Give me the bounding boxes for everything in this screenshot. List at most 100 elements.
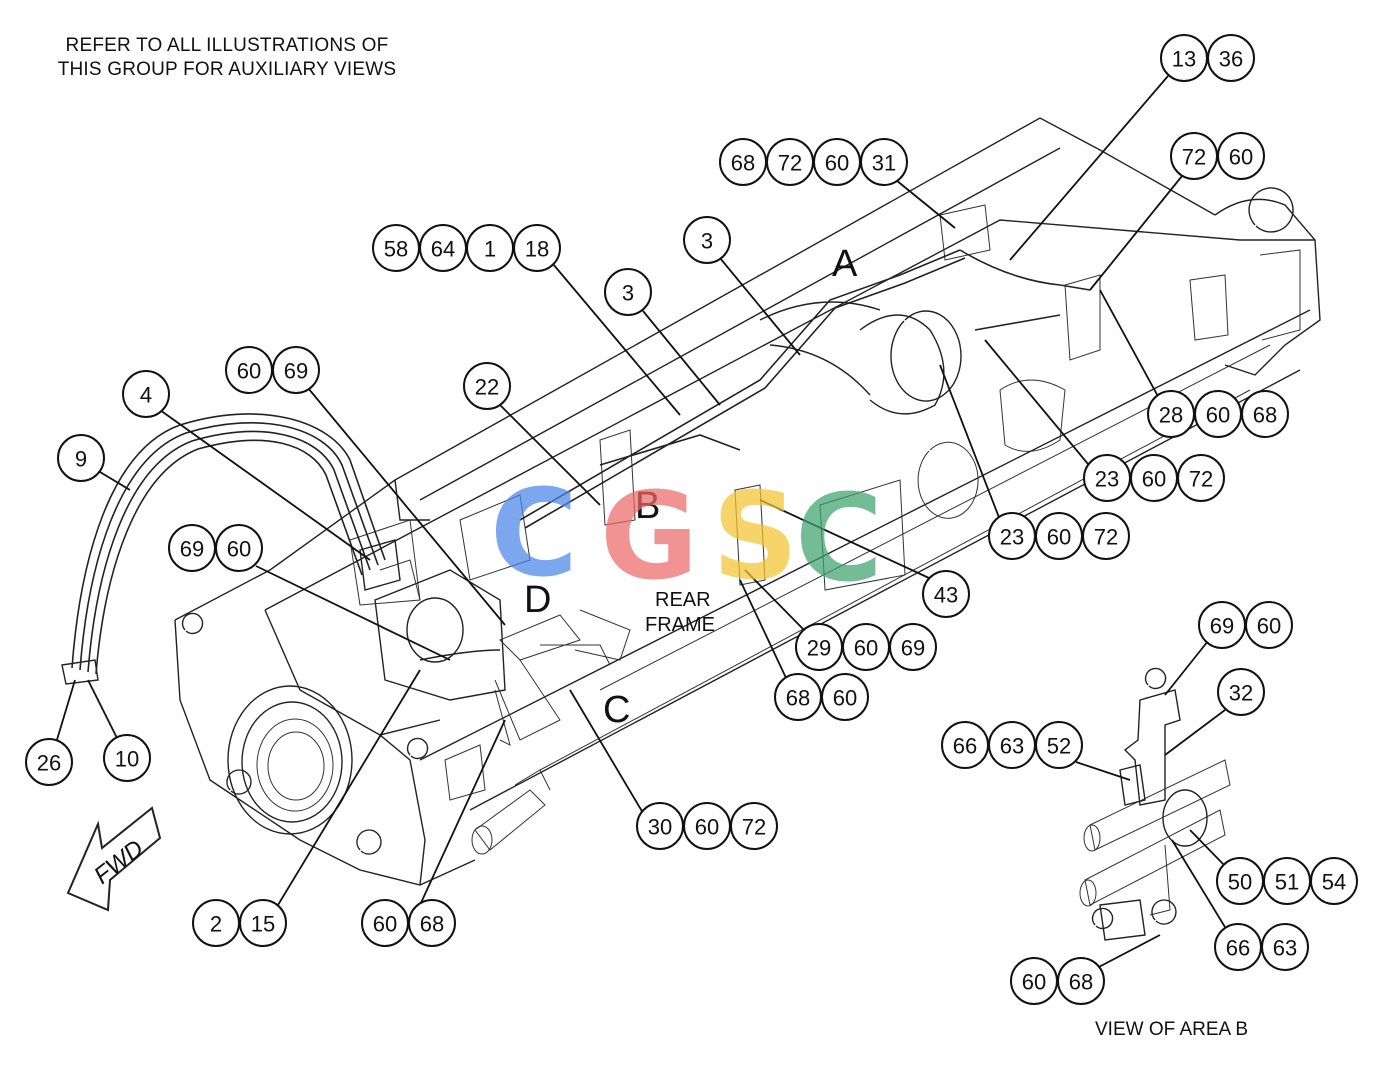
callout-number: 69 bbox=[901, 636, 925, 661]
callout-number: 9 bbox=[75, 447, 87, 472]
callout-bubble bbox=[1177, 454, 1225, 502]
callout-bubble bbox=[730, 802, 778, 850]
watermark-letter-3: S bbox=[712, 468, 798, 607]
callout-60-69: 60 69 bbox=[225, 346, 320, 394]
callout-number: 32 bbox=[1229, 681, 1253, 706]
callout-number: 60 bbox=[1022, 970, 1046, 995]
callout-bubble bbox=[604, 268, 652, 316]
callout-number: 51 bbox=[1275, 870, 1299, 895]
callout-bubble bbox=[889, 623, 937, 671]
callout-number: 68 bbox=[1253, 403, 1277, 428]
callout-number: 60 bbox=[237, 359, 261, 384]
view-area-b-caption: VIEW OF AREA B bbox=[1095, 1019, 1248, 1040]
callout-22: 22 bbox=[463, 362, 511, 410]
callout-bubble bbox=[1082, 512, 1130, 560]
callout-bubble bbox=[922, 570, 970, 618]
refer-note: REFER TO ALL ILLUSTRATIONS OF THIS GROUP… bbox=[22, 34, 432, 82]
fwd-label: FWD bbox=[89, 835, 149, 890]
callout-28-60-68: 28 60 68 bbox=[1147, 390, 1289, 438]
callout-number: 60 bbox=[1047, 525, 1071, 550]
callout-number: 60 bbox=[833, 686, 857, 711]
callout-bubble bbox=[683, 216, 731, 264]
callout-number: 60 bbox=[1206, 403, 1230, 428]
callout-number: 50 bbox=[1228, 870, 1252, 895]
refer-note-line2: THIS GROUP FOR AUXILIARY VIEWS bbox=[57, 59, 397, 80]
area-letter-c: C bbox=[603, 689, 630, 731]
callout-number: 64 bbox=[431, 237, 455, 262]
callout-72-60-top: 72 60 bbox=[1170, 132, 1265, 180]
watermark-logo: C G S C bbox=[490, 465, 883, 609]
callout-number: 60 bbox=[854, 636, 878, 661]
callout-number: 69 bbox=[284, 359, 308, 384]
callout-bubble bbox=[1217, 668, 1265, 716]
watermark-letter-2: G bbox=[600, 468, 699, 607]
callout-number: 63 bbox=[1000, 734, 1024, 759]
callout-number: 1 bbox=[484, 237, 496, 262]
callout-number: 68 bbox=[731, 151, 755, 176]
callout-50-51-54: 50 51 54 bbox=[1216, 857, 1358, 905]
callout-bubble bbox=[1261, 923, 1309, 971]
callout-66-63-52: 66 63 52 bbox=[941, 721, 1083, 769]
callout-bubble bbox=[408, 899, 456, 947]
callout-number: 18 bbox=[525, 237, 549, 262]
callout-number: 23 bbox=[1000, 525, 1024, 550]
callout-bubble bbox=[1207, 34, 1255, 82]
callout-number: 72 bbox=[742, 815, 766, 840]
callout-number: 68 bbox=[786, 686, 810, 711]
callout-number: 31 bbox=[872, 151, 896, 176]
rear-frame-label-line2: FRAME bbox=[645, 614, 715, 636]
area-letter-b: B bbox=[635, 485, 660, 527]
callout-bubble bbox=[103, 734, 151, 782]
callout-number: 69 bbox=[1210, 614, 1234, 639]
callout-number: 2 bbox=[210, 912, 222, 937]
callout-number: 60 bbox=[373, 912, 397, 937]
callout-number: 68 bbox=[420, 912, 444, 937]
area-letter-d: D bbox=[524, 579, 551, 621]
callout-bubble bbox=[860, 138, 908, 186]
callout-number: 30 bbox=[648, 815, 672, 840]
callout-number: 72 bbox=[1094, 525, 1118, 550]
watermark-letter-4: C bbox=[795, 470, 883, 609]
callout-bubble bbox=[1245, 601, 1293, 649]
callout-32: 32 bbox=[1217, 668, 1265, 716]
callout-number: 66 bbox=[1226, 936, 1250, 961]
fwd-arrow-icon: FWD bbox=[66, 806, 162, 912]
leader-lines bbox=[55, 75, 1229, 970]
area-b-detail-drawing bbox=[1079, 667, 1231, 941]
callout-number: 63 bbox=[1273, 936, 1297, 961]
callout-bubble bbox=[1241, 390, 1289, 438]
callout-bubble bbox=[1217, 132, 1265, 180]
callout-bubble bbox=[1035, 721, 1083, 769]
callout-number: 54 bbox=[1322, 870, 1346, 895]
callout-number: 60 bbox=[1229, 145, 1253, 170]
refer-note-line1: REFER TO ALL ILLUSTRATIONS OF bbox=[65, 35, 389, 56]
callout-bubble bbox=[821, 673, 869, 721]
callout-10: 10 bbox=[103, 734, 151, 782]
callout-number: 69 bbox=[180, 537, 204, 562]
callout-bubble bbox=[57, 434, 105, 482]
callout-number: 22 bbox=[475, 375, 499, 400]
callout-number: 36 bbox=[1219, 47, 1243, 72]
callout-number: 60 bbox=[695, 815, 719, 840]
callout-number: 60 bbox=[1142, 467, 1166, 492]
callout-number: 3 bbox=[622, 281, 634, 306]
callout-4: 4 bbox=[122, 370, 170, 418]
callout-number: 52 bbox=[1047, 734, 1071, 759]
callout-number: 60 bbox=[825, 151, 849, 176]
callout-number: 23 bbox=[1095, 467, 1119, 492]
callout-number: 60 bbox=[227, 537, 251, 562]
callout-2-15: 2 15 bbox=[192, 899, 287, 947]
callout-68-60: 68 60 bbox=[774, 673, 869, 721]
callout-number: 66 bbox=[953, 734, 977, 759]
callout-60-68-bottom: 60 68 bbox=[361, 899, 456, 947]
callout-number: 72 bbox=[1182, 145, 1206, 170]
callout-3-a: 3 bbox=[683, 216, 731, 264]
callout-69-60-left: 69 60 bbox=[168, 524, 263, 572]
callout-number: 28 bbox=[1159, 403, 1183, 428]
callout-number: 15 bbox=[251, 912, 275, 937]
